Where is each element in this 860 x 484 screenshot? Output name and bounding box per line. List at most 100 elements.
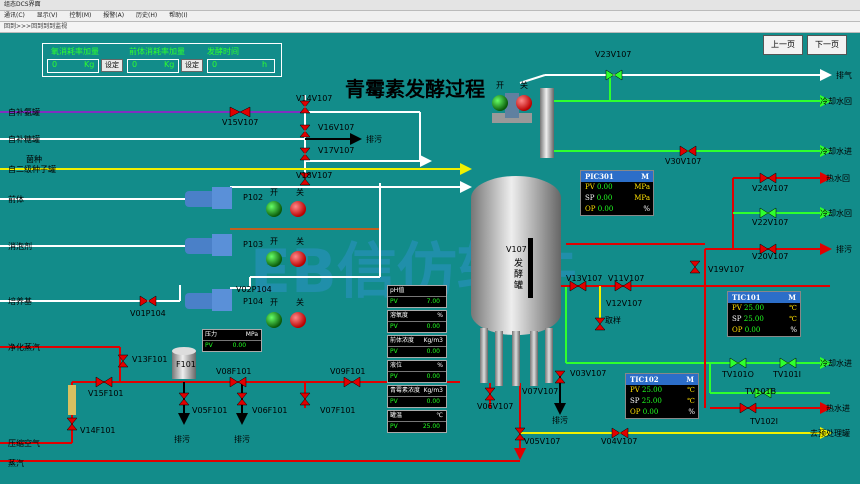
- switch-on-label: 开: [270, 188, 278, 197]
- valve-label: V14F101: [80, 426, 116, 435]
- label-ammonia: 自补氨罐: [8, 108, 40, 117]
- pump-label-p102: P102: [243, 193, 264, 202]
- valve-label: V20V107: [752, 252, 789, 261]
- label-air: 压缩空气: [8, 439, 40, 448]
- p104-start-button[interactable]: [266, 312, 282, 328]
- pump-label-p104: P104: [243, 297, 264, 306]
- p102-stop-button[interactable]: [290, 201, 306, 217]
- label-defoam: 消泡剂: [8, 242, 32, 251]
- label-precursor: 前体: [8, 195, 24, 204]
- label-seed1: 菌种: [26, 155, 42, 164]
- switch-off-label: 关: [296, 237, 304, 246]
- pumps: [185, 187, 232, 311]
- label-sample: 取样: [605, 316, 621, 325]
- switch-on-label: 开: [496, 81, 504, 90]
- valve-v15v107: [229, 106, 251, 118]
- switch-off-label: 关: [520, 81, 528, 90]
- label-exhaust: 排气: [836, 71, 852, 80]
- valve-label: V15F101: [88, 389, 124, 398]
- label-drain-bottom: 排污: [552, 416, 568, 425]
- label-cw-in2: 冷却水进: [820, 359, 852, 368]
- menu-item-history[interactable]: 历史(H): [136, 12, 158, 19]
- switch-off-label: 关: [296, 188, 304, 197]
- next-page-button[interactable]: 下一页: [807, 35, 847, 55]
- switch-on-label: 开: [270, 237, 278, 246]
- label-cw-return2: 冷却水回: [820, 209, 852, 218]
- valve-label: V13F101: [132, 355, 168, 364]
- label-to-pretreatment: 去预处理罐: [810, 429, 850, 438]
- valve-label: TV101B: [745, 387, 777, 396]
- pipe-diagram: [0, 69, 832, 462]
- label-steam: 净化蒸汽: [8, 343, 40, 352]
- label-cw-return: 冷却水回: [820, 97, 852, 106]
- valve-label: V19V107: [708, 265, 745, 274]
- fermenter-tank: [471, 88, 561, 386]
- label-seed2: 自二级种子罐: [8, 165, 56, 174]
- menu-item-help[interactable]: 帮助(I): [169, 12, 188, 19]
- valve-label: V11V107: [608, 274, 645, 283]
- valve-label: V06V107: [477, 402, 514, 411]
- valve-label: V107: [506, 245, 527, 254]
- valve-label: V13V107: [566, 274, 603, 283]
- label-cw-in: 冷却水进: [820, 147, 852, 156]
- process-canvas: EB信仿软件: [0, 33, 860, 484]
- param-precursor-input[interactable]: 0 Kg: [127, 59, 179, 73]
- valve-label: V16V107: [318, 123, 355, 132]
- label-drain-filter2: 排污: [234, 435, 250, 444]
- valve-label: V22V107: [752, 218, 789, 227]
- param-precursor-label: 前体消耗率加量: [129, 47, 185, 56]
- menu-item-comm[interactable]: 通讯(C): [4, 12, 25, 19]
- valve-label: V01P104: [130, 309, 166, 318]
- reactor-label: 发酵罐: [514, 259, 524, 291]
- valve-label: V12V107: [606, 299, 643, 308]
- process-indicator: 溶氧度%PV 0.00: [387, 310, 447, 333]
- p102-start-button[interactable]: [266, 201, 282, 217]
- menu-item-control[interactable]: 控制(M): [69, 12, 92, 19]
- menu-item-view[interactable]: 显示(V): [36, 12, 58, 19]
- p104-stop-button[interactable]: [290, 312, 306, 328]
- valve-label: V18V107: [296, 171, 333, 180]
- label-drain: 排污: [836, 245, 852, 254]
- prev-page-button[interactable]: 上一页: [763, 35, 803, 55]
- valve-label: TV102I: [750, 417, 778, 426]
- page-title: 青霉素发酵过程: [345, 77, 485, 101]
- valve-label: V15V107: [222, 118, 259, 127]
- valve-label: V08F101: [216, 367, 252, 376]
- param-time-label: 发酵时间: [207, 47, 239, 56]
- menu-bar: 通讯(C) 显示(V) 控制(M) 报警(A) 历史(H) 帮助(I): [0, 11, 860, 22]
- window-titlebar: 组态DCS界面: [0, 0, 860, 11]
- valve-label: TV101I: [773, 370, 801, 379]
- valve-label: V04V107: [601, 437, 638, 446]
- label-hot-return: 热水回: [826, 174, 850, 183]
- label-drain-filter1: 排污: [174, 435, 190, 444]
- window-title: 组态DCS界面: [4, 1, 41, 8]
- filter-label: F101: [176, 360, 196, 369]
- p103-start-button[interactable]: [266, 251, 282, 267]
- valve-label: V07V107: [522, 387, 559, 396]
- valve-label: V05F101: [192, 406, 228, 415]
- valve-label: V09F101: [330, 367, 366, 376]
- pump-label-p103: P103: [243, 240, 264, 249]
- agitator-stop-button[interactable]: [516, 95, 532, 111]
- param-precursor-set-button[interactable]: 设定: [181, 59, 203, 72]
- agitator-start-button[interactable]: [492, 95, 508, 111]
- valve-label: TV101O: [722, 370, 754, 379]
- param-oxygen-input[interactable]: 0 Kg: [47, 59, 99, 73]
- p103-stop-button[interactable]: [290, 251, 306, 267]
- valve-label: V17V107: [318, 146, 355, 155]
- path-bar: 回到>>>回到到到监视: [0, 22, 860, 33]
- process-indicator: 液位%PV 0.00: [387, 360, 447, 383]
- path-text: 回到>>>回到到到监视: [4, 23, 68, 30]
- menu-item-alarm[interactable]: 报警(A): [103, 12, 125, 19]
- valve-label: V24V107: [752, 184, 789, 193]
- param-oxygen-set-button[interactable]: 设定: [101, 59, 123, 72]
- label-medium: 培养基: [8, 297, 32, 306]
